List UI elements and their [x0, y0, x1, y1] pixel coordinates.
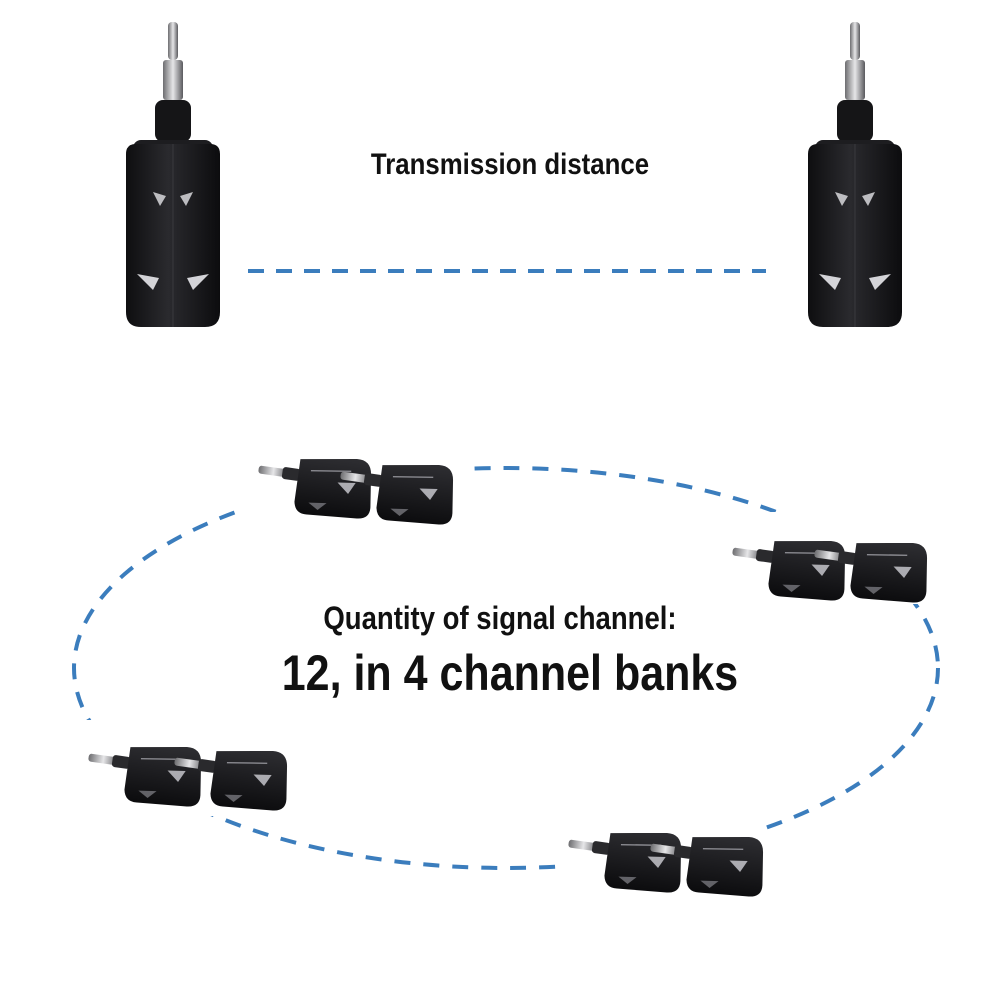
channel-dashed-ellipse: [72, 466, 940, 870]
receiver-right: [807, 21, 903, 328]
channel-quantity-value: 12, in 4 channel banks: [281, 645, 739, 701]
transmitter-left: [125, 21, 221, 328]
channel-quantity-label: Quantity of signal channel:: [323, 600, 677, 636]
transmission-distance-label: Transmission distance: [370, 148, 650, 181]
